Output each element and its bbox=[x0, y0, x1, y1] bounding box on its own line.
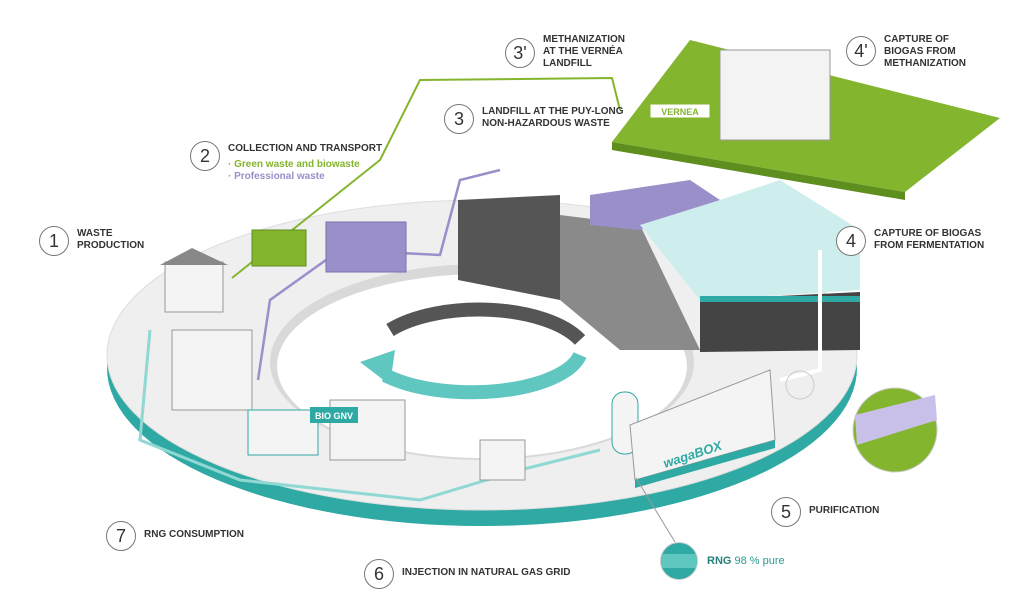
rng-purity-callout: RNG 98 % pure bbox=[660, 542, 785, 580]
pipe-callout bbox=[785, 370, 815, 400]
step-number: 3 bbox=[444, 104, 474, 134]
vernea-hill-edge bbox=[612, 142, 905, 200]
bio-gnv-sign: BIO GNV bbox=[310, 407, 358, 423]
step-2-collection: 2 COLLECTION AND TRANSPORT · Green waste… bbox=[190, 141, 382, 183]
vernea-sign: VERNEA bbox=[649, 103, 711, 119]
professional-waste-item: · Professional waste bbox=[228, 171, 325, 182]
step-label: LANDFILL AT THE PUY-LONG bbox=[482, 106, 624, 117]
step-number: 3' bbox=[505, 38, 535, 68]
step-label: BIOGAS FROM bbox=[884, 46, 956, 57]
biogas-pipe bbox=[779, 250, 822, 382]
house bbox=[164, 261, 224, 313]
landfill-waste bbox=[590, 180, 720, 230]
house-roof bbox=[160, 248, 228, 265]
step-label: COLLECTION AND TRANSPORT bbox=[228, 143, 383, 154]
svg-text:VERNEA: VERNEA bbox=[661, 107, 699, 117]
rng-purity: 98 % pure bbox=[731, 555, 785, 567]
step-number: 4' bbox=[846, 36, 876, 66]
step-label: WASTE bbox=[77, 228, 113, 239]
step-label: LANDFILL bbox=[543, 58, 592, 69]
step-label: PURIFICATION bbox=[809, 505, 880, 516]
landfill-cap bbox=[640, 180, 860, 300]
rng-pipe bbox=[138, 329, 601, 502]
landfill-strip bbox=[700, 296, 860, 302]
membrane-purple-layer bbox=[855, 395, 937, 445]
step-label: AT THE VERNÉA bbox=[543, 46, 623, 57]
cycle-arrowhead bbox=[360, 350, 395, 385]
step-number: 4 bbox=[836, 226, 866, 256]
step-label: PRODUCTION bbox=[77, 240, 145, 251]
rng-gas-icon bbox=[660, 542, 698, 580]
step-label: METHANIZATION bbox=[543, 34, 626, 45]
step-label: RNG CONSUMPTION bbox=[144, 529, 244, 540]
bus bbox=[247, 409, 319, 456]
step-label: NON-HAZARDOUS WASTE bbox=[482, 118, 610, 129]
step-6-injection: 6 INJECTION IN NATURAL GAS GRID bbox=[364, 559, 571, 589]
cycle-arrow-dark bbox=[386, 302, 586, 345]
step-number: 7 bbox=[106, 521, 136, 551]
step-5-purification: 5 PURIFICATION bbox=[771, 497, 879, 527]
step-label: CAPTURE OF BIOGAS bbox=[874, 228, 982, 239]
factory bbox=[171, 329, 253, 411]
step-label: FROM FERMENTATION bbox=[874, 240, 985, 251]
injection-station bbox=[479, 439, 526, 481]
rng-callout-line bbox=[635, 477, 676, 543]
step-7-rng-consumption: 7 RNG CONSUMPTION bbox=[106, 521, 244, 551]
step-number: 1 bbox=[39, 226, 69, 256]
step-label: INJECTION IN NATURAL GAS GRID bbox=[402, 567, 571, 578]
wagabox-unit: wagaBOX bbox=[629, 369, 776, 488]
purple-truck bbox=[325, 221, 407, 273]
green-waste-route bbox=[231, 76, 621, 279]
step-number: 2 bbox=[190, 141, 220, 171]
step-label: CAPTURE OF bbox=[884, 34, 949, 45]
step-label: METHANIZATION bbox=[884, 58, 967, 69]
step-number: 5 bbox=[771, 497, 801, 527]
rng-label: RNG bbox=[707, 555, 732, 567]
methanization-building bbox=[719, 49, 831, 141]
green-truck bbox=[251, 229, 307, 267]
step-number: 6 bbox=[364, 559, 394, 589]
green-waste-item: · Green waste and biowaste bbox=[228, 159, 360, 170]
landfill-cut bbox=[458, 195, 560, 300]
svg-text:BIO GNV: BIO GNV bbox=[315, 411, 353, 421]
landfill-gravel bbox=[560, 215, 700, 350]
cycle-arrow-teal bbox=[381, 351, 587, 400]
